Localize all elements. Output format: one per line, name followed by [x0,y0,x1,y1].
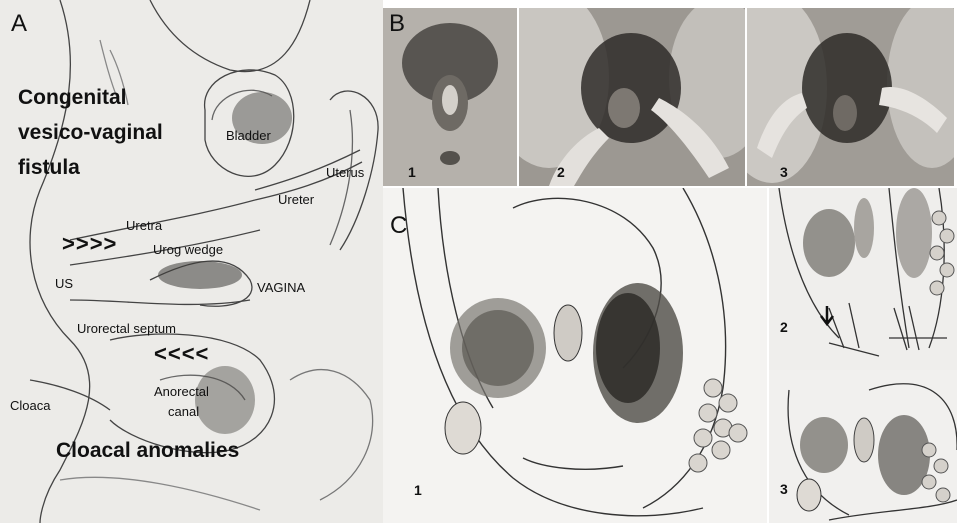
label-vagina: VAGINA [257,280,305,295]
label-uterus: Uterus [326,165,364,180]
label-ureter: Ureter [278,192,314,207]
arrow-right: >>>> [62,231,117,257]
photo-b3-number: 3 [780,164,788,180]
illustration-c2-image [769,188,957,370]
arrow-left: <<<< [154,341,209,367]
panel-a-letter: A [11,10,27,38]
photo-b3: 3 [747,8,954,186]
label-bladder: Bladder [226,128,271,143]
label-anorectal: Anorectal [154,384,209,399]
illustration-c1-number: 1 [414,482,422,498]
photo-b2-number: 2 [557,164,565,180]
illustration-c2: 2 [769,188,957,370]
label-urorectal-septum: Urorectal septum [77,321,176,336]
illustration-c3-number: 3 [780,481,788,497]
panel-a-sketch: A Congenital vesico-vaginal fistula Blad… [0,0,383,523]
bottom-title: Cloacal anomalies [56,436,239,465]
illustration-c1: C 1 [383,188,767,523]
illustration-c1-image [383,188,767,523]
label-canal: canal [168,404,199,419]
label-uretra: Uretra [126,218,162,233]
title-line-2: vesico-vaginal [18,118,163,147]
panel-c-letter: C [390,212,407,240]
photo-b1-number: 1 [408,164,416,180]
illustration-c2-number: 2 [780,319,788,335]
photo-b3-image [747,8,954,186]
label-urog-wedge: Urog wedge [153,242,223,257]
photo-b2: 2 [519,8,745,186]
photo-b1: B 1 [383,8,517,186]
illustration-c3-image [769,370,957,523]
label-us: US [55,276,73,291]
photo-b2-image [519,8,745,186]
label-cloaca: Cloaca [10,398,50,413]
illustration-c3: 3 [769,370,957,523]
title-line-1: Congenital [18,83,127,112]
panel-b-letter: B [389,10,405,38]
title-line-3: fistula [18,153,80,182]
